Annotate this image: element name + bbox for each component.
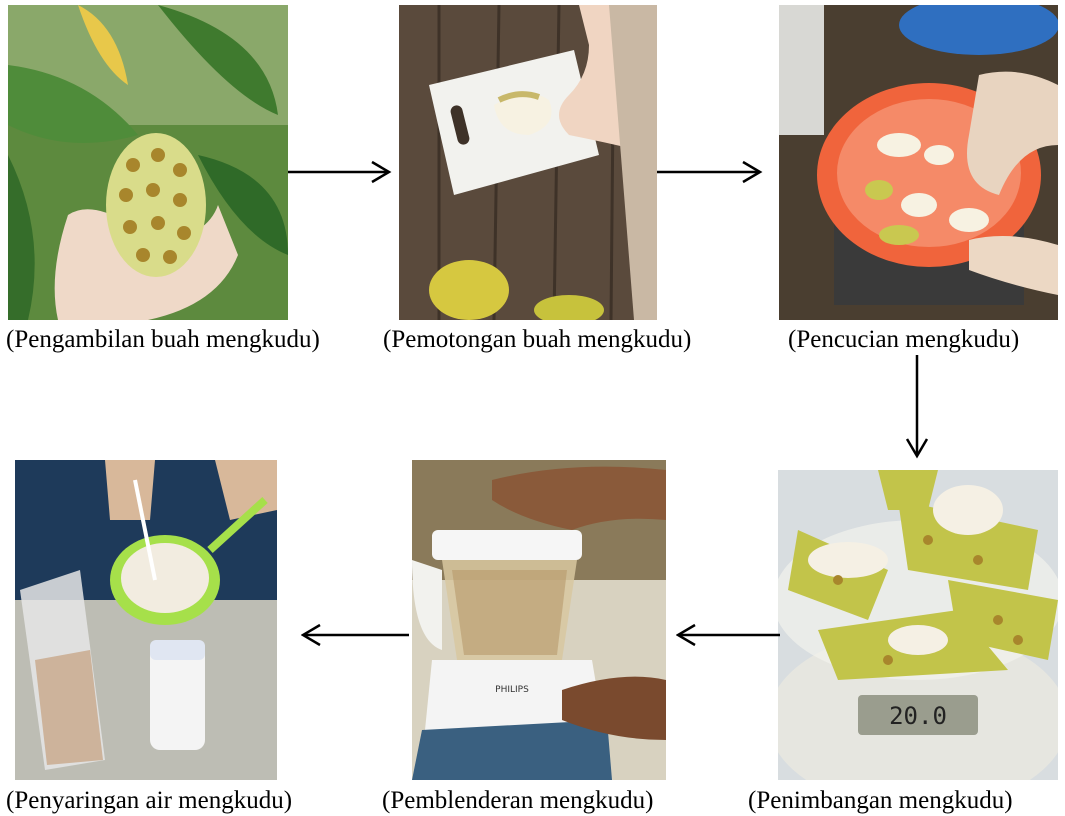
photo-penyaringan bbox=[15, 460, 277, 780]
arrow-step1-to-step2 bbox=[288, 160, 393, 184]
caption-pemotongan: (Pemotongan buah mengkudu) bbox=[383, 325, 691, 355]
caption-penimbangan: (Penimbangan mengkudu) bbox=[748, 786, 1013, 816]
arrow-step4-to-step5 bbox=[676, 623, 780, 647]
caption-pengambilan: (Pengambilan buah mengkudu) bbox=[6, 325, 320, 355]
caption-pemblenderan: (Pemblenderan mengkudu) bbox=[382, 786, 653, 816]
photo-pemblenderan: PHILIPS bbox=[412, 460, 666, 780]
arrow-step5-to-step6 bbox=[301, 623, 409, 647]
photo-pemotongan bbox=[399, 5, 657, 320]
caption-penyaringan: (Penyaringan air mengkudu) bbox=[6, 786, 292, 816]
scale-display: 20.0 bbox=[889, 702, 947, 730]
blender-brand-label: PHILIPS bbox=[495, 685, 529, 695]
photo-pengambilan bbox=[8, 5, 288, 320]
arrow-step3-to-step4 bbox=[905, 355, 929, 459]
arrow-step2-to-step3 bbox=[657, 160, 764, 184]
caption-pencucian: (Pencucian mengkudu) bbox=[788, 325, 1019, 355]
photo-penimbangan: 20.0 bbox=[778, 470, 1058, 780]
photo-pencucian bbox=[779, 5, 1058, 320]
